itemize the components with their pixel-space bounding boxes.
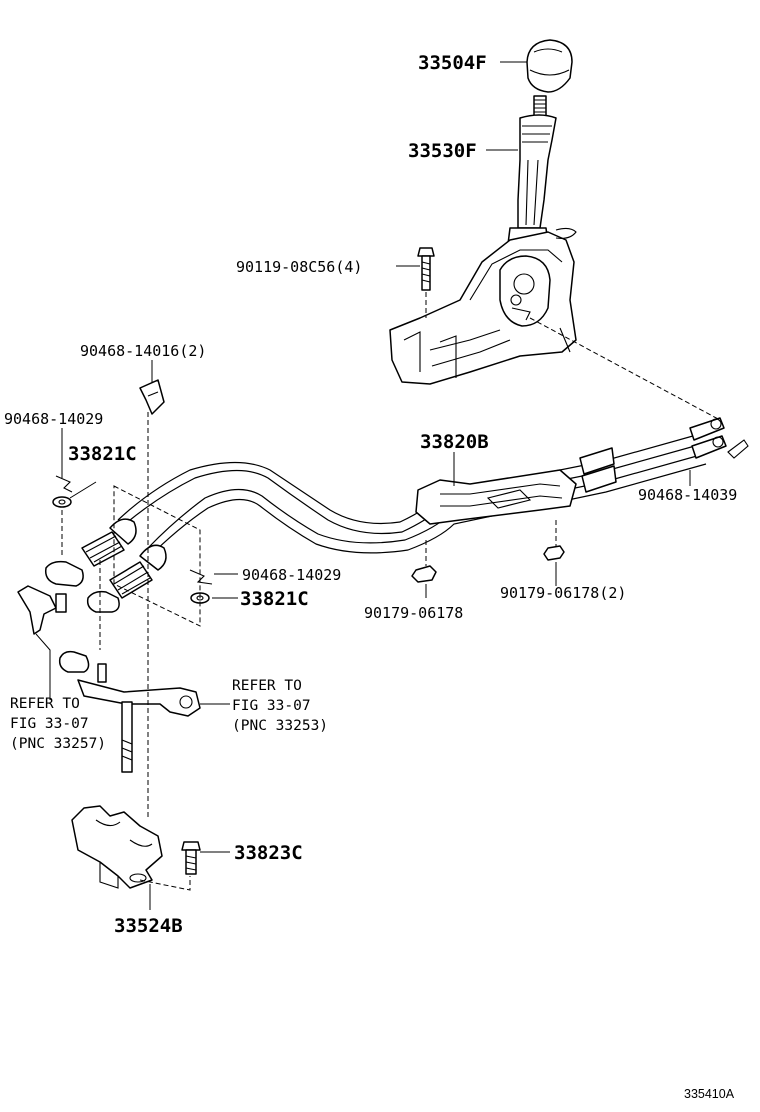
label-nut-right: 90179-06178(2) bbox=[500, 584, 626, 602]
label-bracket-bolt: 33823C bbox=[234, 842, 303, 864]
ref-right-line2: FIG 33-07 bbox=[232, 698, 311, 714]
ref-right-line1: REFER TO bbox=[232, 678, 302, 694]
lever-housing[interactable] bbox=[389, 227, 577, 385]
shift-cables[interactable] bbox=[117, 417, 727, 559]
ref-left-line3: (PNC 33257) bbox=[10, 736, 106, 752]
label-washer-left-top: 33821C bbox=[68, 443, 137, 465]
ref-right-line3: (PNC 33253) bbox=[232, 718, 328, 734]
label-washer-mid: 33821C bbox=[240, 588, 309, 610]
ref-left-line2: FIG 33-07 bbox=[10, 716, 89, 732]
figure-code: 335410A bbox=[684, 1087, 735, 1101]
cable-bracket[interactable] bbox=[415, 469, 577, 525]
label-clip-pair: 90468-14016(2) bbox=[80, 342, 206, 360]
select-link[interactable] bbox=[17, 585, 67, 635]
cable-end-lower[interactable] bbox=[86, 544, 167, 613]
leader-lines bbox=[35, 61, 691, 910]
label-lever-bolt: 90119-08C56(4) bbox=[236, 258, 362, 276]
clip-mid[interactable] bbox=[189, 569, 213, 585]
shift-lever[interactable] bbox=[507, 95, 557, 245]
ref-left-line1: REFER TO bbox=[10, 696, 80, 712]
washer-left-top[interactable] bbox=[52, 496, 72, 508]
label-clip-mid: 90468-14029 bbox=[242, 566, 341, 584]
cable-end-upper[interactable] bbox=[44, 518, 137, 587]
nut-right[interactable] bbox=[543, 545, 565, 561]
clip-right[interactable] bbox=[727, 439, 749, 459]
label-bracket: 33524B bbox=[114, 915, 183, 937]
label-lever: 33530F bbox=[408, 140, 477, 162]
label-clip-left-top: 90468-14029 bbox=[4, 410, 103, 428]
shift-knob[interactable] bbox=[526, 39, 573, 93]
lever-bolt[interactable] bbox=[417, 247, 435, 291]
mount-bracket[interactable] bbox=[71, 805, 163, 889]
shift-link[interactable] bbox=[58, 650, 201, 773]
label-clip-right: 90468-14039 bbox=[638, 486, 737, 504]
bracket-bolt[interactable] bbox=[181, 841, 201, 875]
label-knob: 33504F bbox=[418, 52, 487, 74]
label-nut-center: 90179-06178 bbox=[364, 604, 463, 622]
clip-left-top[interactable] bbox=[55, 475, 73, 493]
alignment-lines bbox=[61, 292, 721, 891]
nut-center[interactable] bbox=[411, 565, 437, 583]
clip-pair[interactable] bbox=[139, 379, 165, 415]
label-cable-assy: 33820B bbox=[420, 431, 489, 453]
